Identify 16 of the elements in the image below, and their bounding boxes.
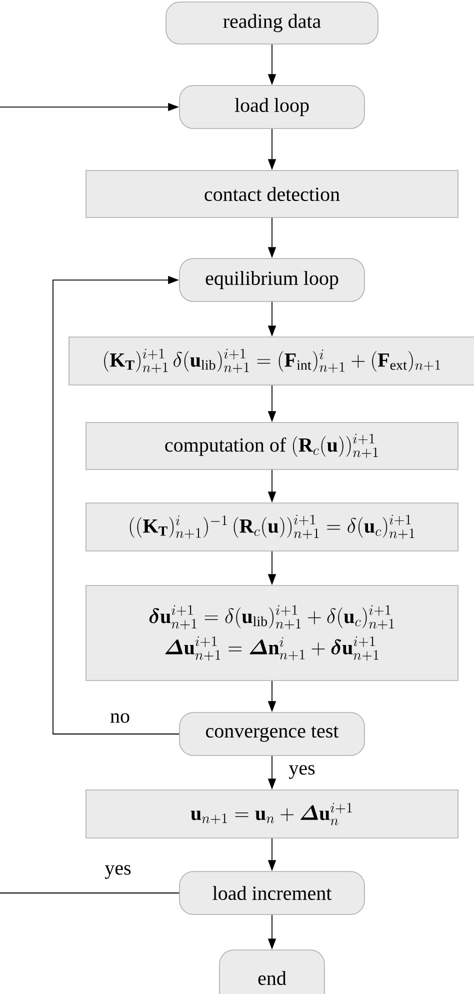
process-box: $\mathbf{u}_{n+1}=\mathbf{u}_n+\boldsymbol{\varDelta}\mathbf{u}^{i+1}_n$ bbox=[86, 790, 458, 838]
process-box: $((\mathbf{K}_{\mathbf{T}})^{i}_{n+1})^{-1}\,(\mathbf{R}_c(\mathbf{u}))^{i+1}_{n+1}=\delta(\mathbf{u}_c)^{i+1}_{n+1}$ bbox=[86, 502, 458, 552]
terminal-box: reading data bbox=[166, 2, 378, 44]
process-box: $\boldsymbol{\delta}\mathbf{u}^{i+1}_{n+1}=\delta(\mathbf{u}_{\mathrm{lib}})^{i+1}_{n+1}+\delta(\mathbf{u}_c)^{i+1}_{n+1}$ $\boldsymbol{\varDelta}\mathbf{u}^{i+1}_{n+1}=\boldsymbol{\varDelta}\mathbf{n}^{i}_{n+1}+\boldsymbol{\delta}\mathbf{u}^{i+1}_{n+1}$ bbox=[86, 585, 458, 681]
process-box: $(\mathbf{K}_{\mathbf{T}})^{i+1}_{n+1}\,\delta(\mathbf{u}_{\mathrm{lib}})^{i+1}_{n+1}=(\mathbf{F}_{\mathrm{int}})^{i}_{n+1}+(\mathbf{F}_{\mathrm{ext}})_{n+1}$ bbox=[68, 336, 474, 386]
edge-label: yes bbox=[104, 864, 132, 880]
terminal-box: load loop bbox=[179, 85, 365, 129]
edge-label: no bbox=[109, 712, 131, 724]
terminal-box: equilibrium loop bbox=[179, 258, 365, 302]
terminal-box: convergence test bbox=[179, 712, 365, 756]
terminal-box: load increment bbox=[179, 871, 365, 915]
process-box: contact detection bbox=[86, 170, 458, 218]
edge-label: yes bbox=[288, 764, 316, 780]
process-box: $\mbox{computation of }(\mathbf{R}_c(\mathbf{u}))^{i+1}_{n+1}$ bbox=[86, 422, 458, 470]
terminal-box: end bbox=[219, 950, 325, 994]
arrow bbox=[52, 276, 180, 734]
